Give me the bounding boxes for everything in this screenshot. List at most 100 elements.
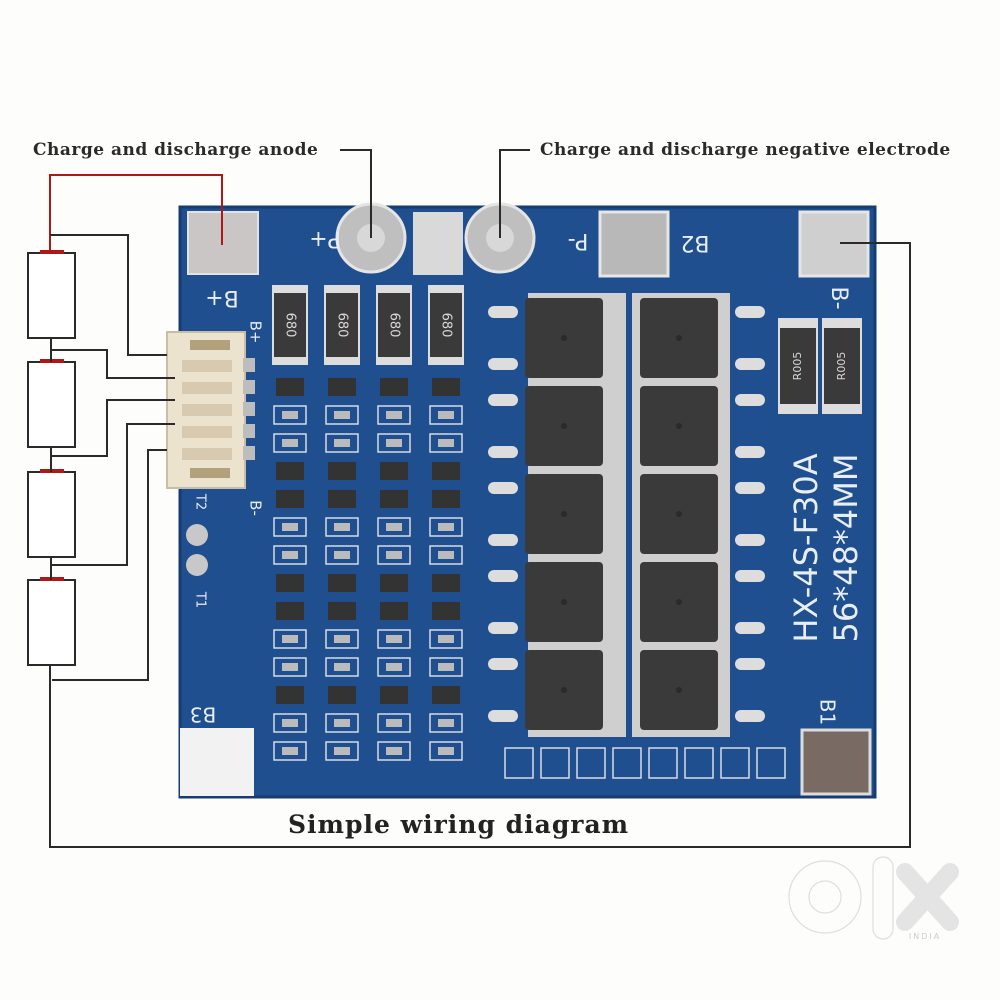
wire-b-minus-loop	[49, 242, 911, 848]
ic-chip	[328, 602, 356, 620]
smd-body	[334, 411, 350, 419]
watermark-region: INDIA	[909, 932, 941, 941]
smd-component	[377, 657, 411, 677]
smd-component	[429, 713, 463, 733]
bottom-smd	[720, 747, 750, 779]
smd-component	[273, 545, 307, 565]
mosfet-lead	[735, 534, 765, 546]
mosfet-lead	[488, 394, 518, 406]
smd-component	[273, 713, 307, 733]
mosfet-mark	[561, 687, 567, 693]
mosfet-lead	[488, 482, 518, 494]
mosfet-lead	[488, 570, 518, 582]
diagram-title: Simple wiring diagram	[288, 810, 630, 839]
ic-chip	[328, 574, 356, 592]
ic-chip	[380, 686, 408, 704]
smd-body	[282, 719, 298, 727]
ic-chip	[432, 686, 460, 704]
shunt-resistor	[780, 328, 816, 404]
bottom-smd	[540, 747, 570, 779]
bottom-smd	[612, 747, 642, 779]
battery-cell	[27, 361, 76, 448]
shunt-marking: R005	[791, 352, 804, 381]
resistor-marking: 680	[335, 313, 350, 338]
smd-component	[273, 517, 307, 537]
connector-slot	[182, 382, 232, 394]
smd-body	[438, 747, 454, 755]
center-pad	[413, 212, 463, 275]
mosfet-lead	[488, 534, 518, 546]
mosfet-mark	[676, 687, 682, 693]
ic-chip	[276, 378, 304, 396]
shunt-resistor	[824, 328, 860, 404]
mosfet-lead	[488, 446, 518, 458]
ic-chip	[432, 490, 460, 508]
silk-p-minus: P-	[568, 228, 589, 253]
mosfet-lead	[735, 710, 765, 722]
mosfet-mark	[676, 423, 682, 429]
mosfet-mark	[676, 511, 682, 517]
silk-b-minus-small: B-	[247, 500, 265, 516]
resistor-marking: 680	[439, 313, 454, 338]
silk-b-minus: B-	[826, 286, 851, 309]
smd-body	[282, 439, 298, 447]
mosfet-lead	[735, 306, 765, 318]
connector-pin	[243, 424, 255, 438]
mosfet-lead	[488, 622, 518, 634]
ic-chip	[380, 574, 408, 592]
smd-component	[325, 433, 359, 453]
smd-component	[325, 657, 359, 677]
battery-cell	[27, 579, 76, 666]
smd-body	[438, 635, 454, 643]
smd-body	[334, 523, 350, 531]
smd-component	[377, 517, 411, 537]
mosfet-lead	[735, 358, 765, 370]
ic-chip	[328, 462, 356, 480]
ic-chip	[432, 602, 460, 620]
mosfet-mark	[676, 599, 682, 605]
smd-body	[386, 523, 402, 531]
silk-b2: B2	[680, 230, 709, 255]
smd-body	[334, 551, 350, 559]
mosfet-mark	[561, 423, 567, 429]
connector-slot	[182, 360, 232, 372]
connector-pin	[243, 358, 255, 372]
smd-component	[377, 741, 411, 761]
mosfet-lead	[488, 658, 518, 670]
mosfet-lead	[488, 358, 518, 370]
silk-t1: T1	[193, 591, 208, 608]
ic-chip	[380, 490, 408, 508]
smd-body	[438, 663, 454, 671]
olx-watermark: INDIA	[788, 856, 959, 941]
t1-pad	[186, 554, 208, 576]
smd-component	[429, 517, 463, 537]
connector-pin	[243, 446, 255, 460]
smd-component	[325, 405, 359, 425]
mosfet-lead	[735, 570, 765, 582]
battery-cell	[27, 252, 76, 339]
bottom-smd	[504, 747, 534, 779]
anode-pointer	[340, 149, 372, 238]
ic-chip	[432, 462, 460, 480]
bottom-smd	[756, 747, 786, 779]
wire-balance-1	[50, 234, 167, 356]
smd-body	[334, 663, 350, 671]
bottom-smd	[648, 747, 678, 779]
mosfet-mark	[561, 599, 567, 605]
smd-component	[325, 741, 359, 761]
smd-component	[325, 545, 359, 565]
connector-pin	[243, 402, 255, 416]
connector-slot	[182, 448, 232, 460]
silk-b-plus-small: B+	[247, 321, 265, 344]
battery-cell	[27, 471, 76, 558]
wire-balance-4	[52, 423, 175, 566]
smd-body	[334, 747, 350, 755]
smd-body	[282, 747, 298, 755]
ic-chip	[276, 462, 304, 480]
smd-body	[438, 551, 454, 559]
smd-component	[273, 433, 307, 453]
wire-balance-2	[52, 349, 175, 379]
mosfet-lead	[488, 710, 518, 722]
watermark-l	[872, 856, 894, 940]
resistor-marking: 680	[283, 313, 298, 338]
